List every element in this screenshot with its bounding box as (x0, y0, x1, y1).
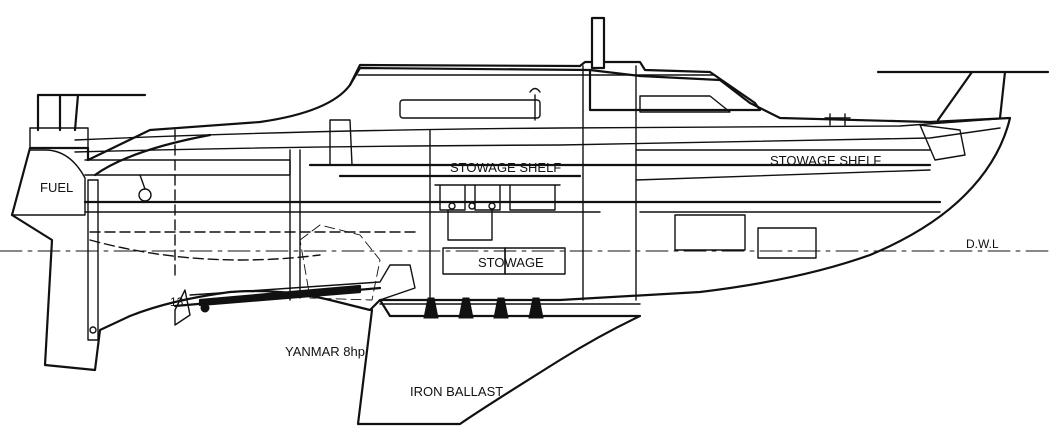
cabin-window-fwd (639, 95, 731, 113)
bow-fitting (919, 124, 966, 161)
knob-2 (468, 202, 476, 210)
bow-pulpit (876, 70, 1050, 122)
companionway-hatch (329, 119, 353, 166)
knob-1 (448, 202, 456, 210)
hull-outline (10, 66, 1012, 372)
label-ballast: IRON BALLAST (410, 384, 503, 399)
label-fuel: FUEL (40, 180, 73, 195)
lazarette-box (11, 149, 86, 216)
keel (356, 298, 642, 426)
floor-timber-1 (423, 297, 439, 319)
forward-drawer (757, 227, 817, 259)
rudder (87, 179, 99, 341)
forward-locker (674, 214, 746, 251)
prop-hub (200, 303, 210, 313)
grab-handle (529, 87, 541, 121)
engine-mount (189, 264, 416, 301)
mast-partition (582, 65, 637, 301)
propeller (174, 289, 191, 326)
cabin-window-aft (399, 99, 541, 119)
galley-cabinet (434, 184, 561, 211)
label-dwl: D.W.L (966, 237, 999, 251)
floor-timber-4 (528, 297, 544, 319)
winch-handle (139, 174, 146, 190)
label-stowage-shelf-cabin: STOWAGE SHELF (450, 160, 561, 175)
rudder-post-top (89, 326, 97, 334)
quarter-berth-dashed (89, 129, 421, 276)
label-prop-mark: 13 (170, 295, 184, 309)
stowage-box-right (504, 247, 566, 275)
cockpit-coaming (84, 159, 291, 176)
forward-shelf-line (635, 149, 931, 181)
shaft-strut (198, 284, 362, 307)
quarter-berth-curve (89, 239, 321, 261)
knob-3 (488, 202, 496, 210)
tiller (93, 133, 212, 177)
floor-timber-2 (458, 297, 474, 319)
engine-outline-dashed (299, 224, 381, 301)
galley-sink (447, 209, 493, 241)
label-stowage: STOWAGE (478, 255, 544, 270)
mast-stub (590, 16, 606, 70)
label-stowage-shelf-forward: STOWAGE SHELF (770, 153, 881, 168)
rub-rail (74, 127, 1001, 153)
label-engine: YANMAR 8hp (285, 344, 365, 359)
aft-bulkhead (289, 149, 301, 301)
deck-cleat (824, 113, 851, 126)
floor-timber-3 (493, 297, 509, 319)
cabin-roof-line (357, 74, 751, 104)
winch (138, 188, 152, 202)
stern-pulpit (36, 93, 147, 132)
cabin-trunk (348, 60, 762, 112)
transom (29, 127, 89, 161)
